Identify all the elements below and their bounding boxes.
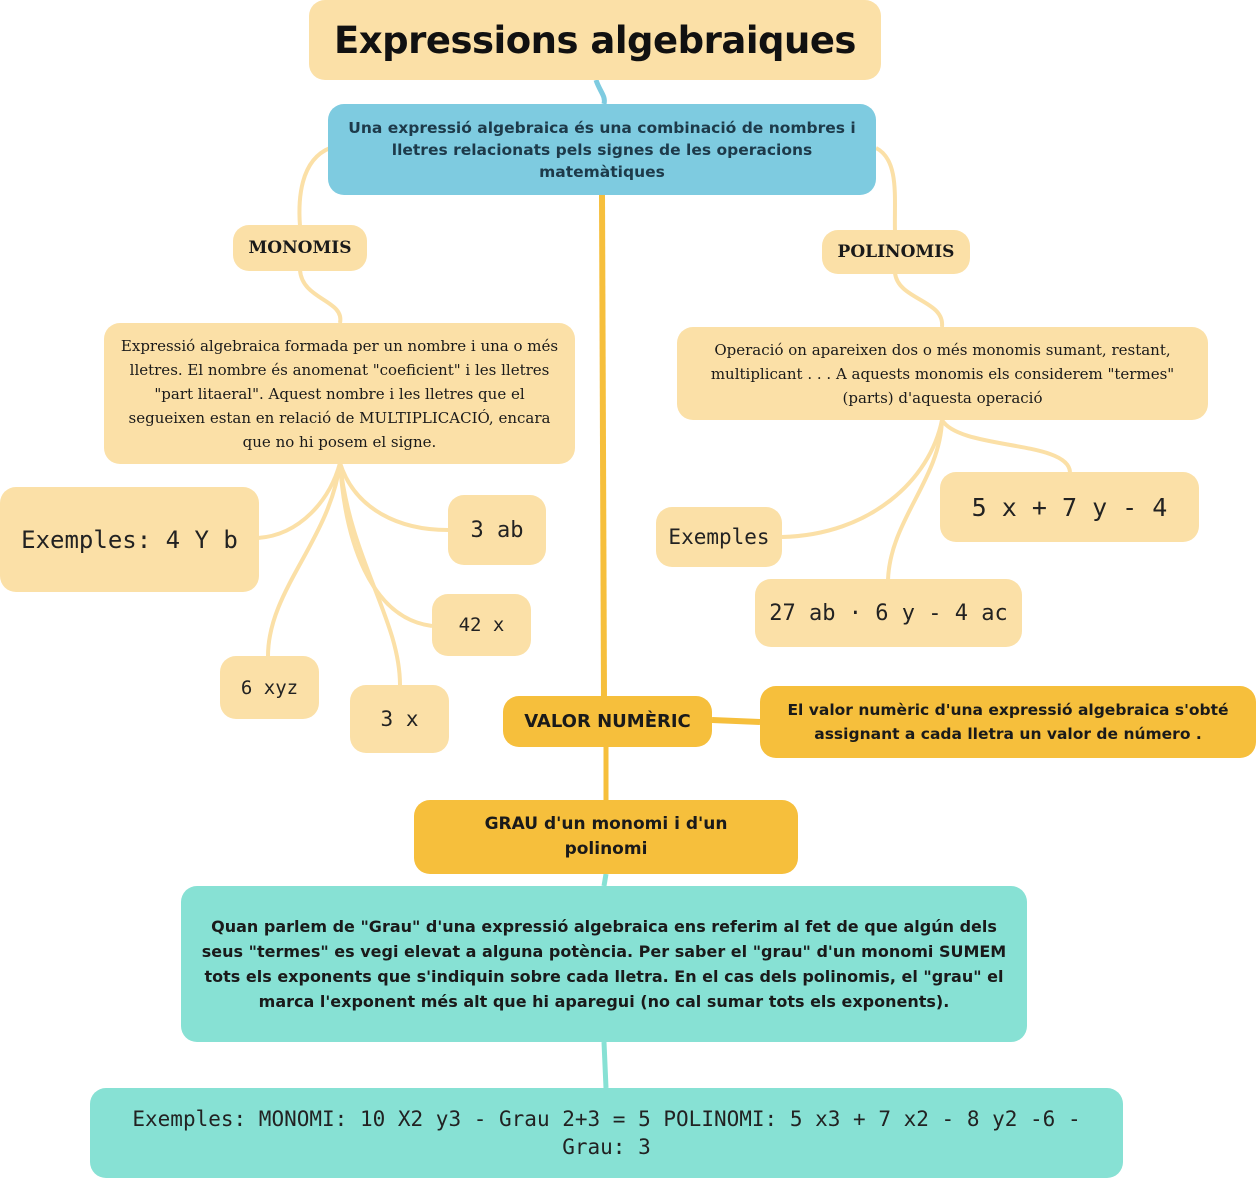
monomis-label: MONOMIS [248,238,352,258]
monomi-example-3x: 3 x [380,707,419,731]
monomi-example-6xyz-box: 6 xyz [220,656,319,719]
polinomis-examples-label: Exemples [668,525,770,549]
polinomis-label: POLINOMIS [837,242,955,262]
monomi-example-3ab-box: 3 ab [448,495,546,565]
monomis-description-box: Expressió algebraica formada per un nomb… [104,323,575,464]
grau-description-box: Quan parlem de "Grau" d'una expressió al… [181,886,1027,1042]
diagram-title-box: Expressions algebraiques [309,0,881,80]
definition-text: Una expressió algebraica és una combinac… [348,118,856,181]
valor-numeric-description: El valor numèric d'una expressió algebra… [787,701,1229,743]
valor-numeric-label: VALOR NUMÈRIC [524,711,691,732]
diagram-title: Expressions algebraiques [334,18,856,62]
definition-box: Una expressió algebraica és una combinac… [328,104,876,195]
valor-numeric-label-box: VALOR NUMÈRIC [503,696,712,747]
polinomis-description: Operació on apareixen dos o més monomis … [710,340,1175,407]
grau-description: Quan parlem de "Grau" d'una expressió al… [201,917,1007,1011]
monomi-example-3ab: 3 ab [470,517,524,543]
polinomis-examples-label-box: Exemples [656,507,782,567]
grau-label: GRAU d'un monomi i d'un polinomi [484,814,728,859]
grau-examples: Exemples: MONOMI: 10 X2 y3 - Grau 2+3 = … [132,1107,1081,1159]
monomis-examples-label-box: Exemples: 4 Y b [0,487,259,592]
grau-examples-box: Exemples: MONOMI: 10 X2 y3 - Grau 2+3 = … [90,1088,1123,1178]
monomi-example-6xyz: 6 xyz [240,676,299,699]
monomi-example-42x: 42 x [458,614,505,636]
monomi-example-42x-box: 42 x [432,594,531,656]
polinomis-description-box: Operació on apareixen dos o més monomis … [677,327,1208,420]
monomis-label-box: MONOMIS [233,225,367,271]
monomi-example-3x-box: 3 x [350,685,449,753]
polinomis-label-box: POLINOMIS [822,230,970,274]
polinomi-example-2: 27 ab · 6 y - 4 ac [769,600,1008,626]
monomis-examples-label: Exemples: 4 Y b [21,525,238,554]
monomis-description: Expressió algebraica formada per un nomb… [120,336,559,451]
polinomi-example-2-box: 27 ab · 6 y - 4 ac [755,579,1022,647]
polinomi-example-1: 5 x + 7 y - 4 [971,492,1168,522]
valor-numeric-description-box: El valor numèric d'una expressió algebra… [760,686,1256,758]
polinomi-example-1-box: 5 x + 7 y - 4 [940,472,1199,542]
grau-label-box: GRAU d'un monomi i d'un polinomi [414,800,798,874]
